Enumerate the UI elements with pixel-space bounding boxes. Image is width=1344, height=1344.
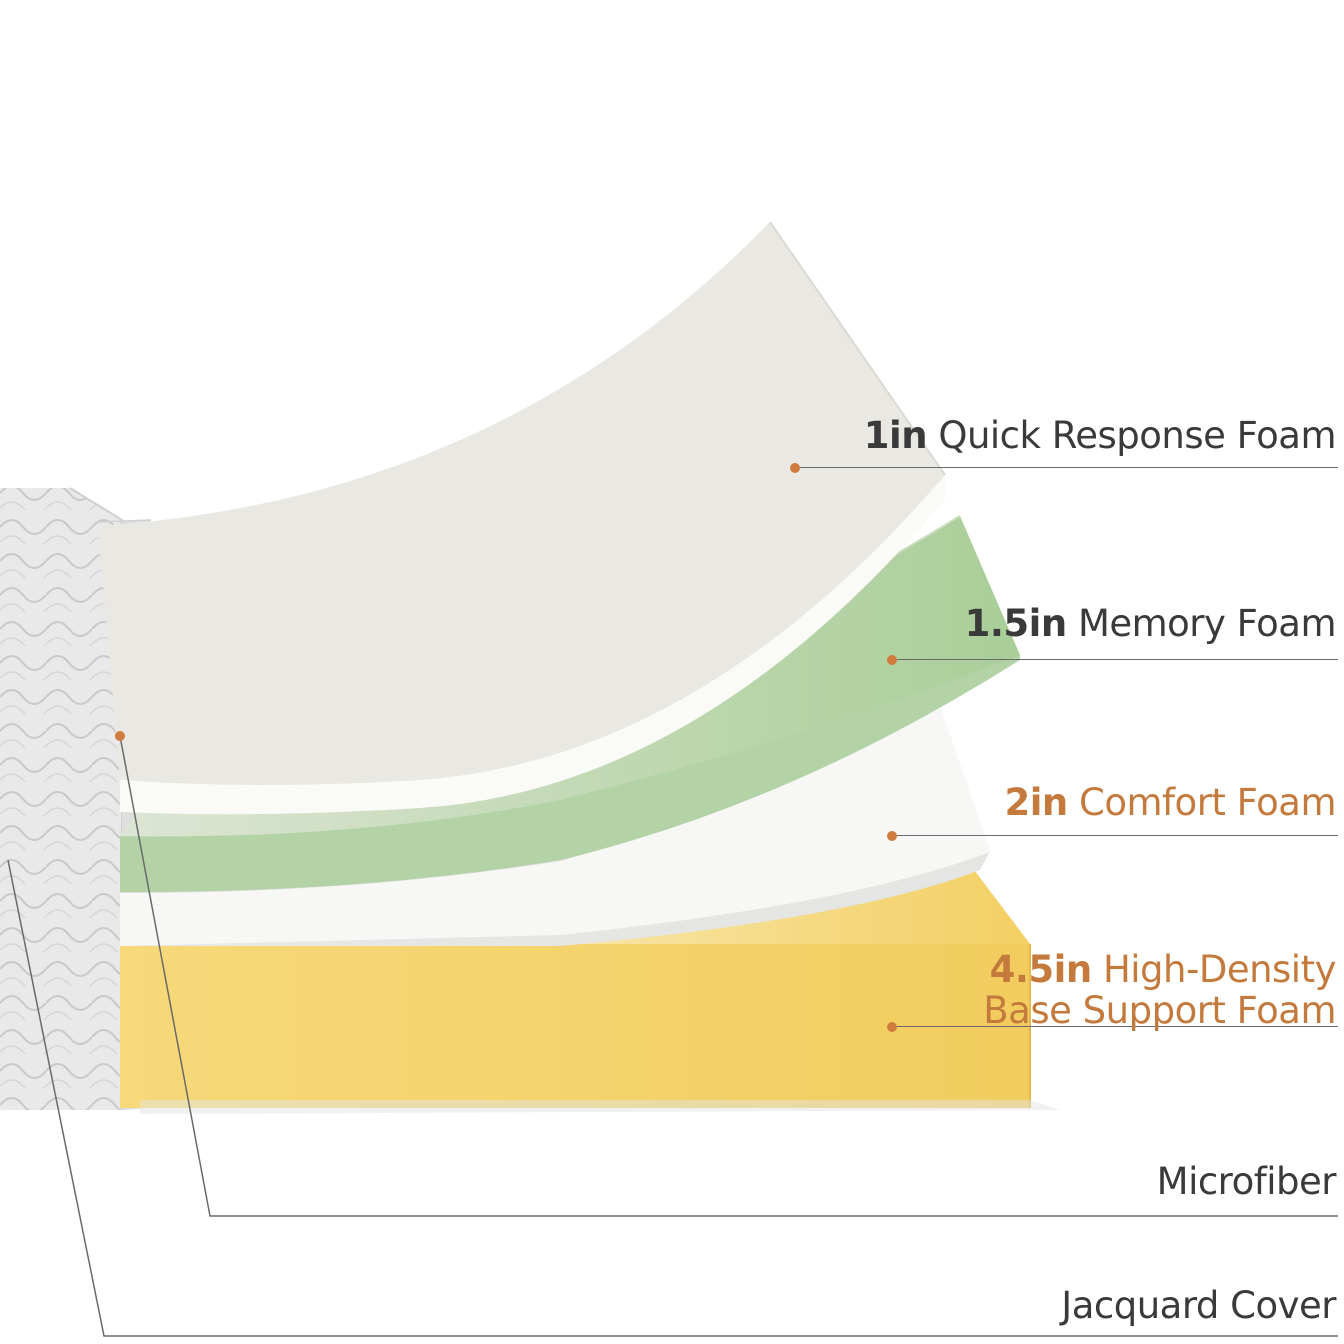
microfiber-leader-line: [119, 735, 1338, 1217]
quick-response-foam-shape: [98, 221, 946, 815]
jacquard-leader-line: [7, 859, 1338, 1337]
comfort-foam-marker: [887, 831, 897, 841]
layer-name: Quick Response Foam: [938, 414, 1336, 457]
base-support-foam-marker: [887, 1022, 897, 1032]
memory-foam-leader-line: [897, 659, 1338, 660]
base-support-foam-label: 4.5in High-Density Base Support Foam: [983, 948, 1337, 1032]
quick-response-foam-leader-line: [800, 467, 1338, 468]
microfiber-marker: [115, 731, 125, 741]
layer-name: Comfort Foam: [1079, 781, 1336, 824]
cover-name: Microfiber: [1156, 1160, 1337, 1203]
microfiber-label: Microfiber: [1156, 1160, 1337, 1203]
layer-name: High-Density: [1102, 948, 1337, 991]
memory-foam-marker: [887, 655, 897, 665]
base-support-foam-shape: [120, 862, 1060, 1114]
thickness-value: 2in: [1004, 781, 1068, 824]
thickness-value: 1.5in: [964, 602, 1068, 645]
layer-name-line2: Base Support Foam: [983, 988, 1336, 1032]
layer-name: Memory Foam: [1077, 602, 1337, 645]
base-support-foam-leader-line: [897, 1026, 1338, 1027]
comfort-foam-label: 2in Comfort Foam: [1004, 781, 1336, 824]
thickness-value: 1in: [863, 414, 928, 457]
jacquard-cover-label: Jacquard Cover: [1061, 1284, 1336, 1327]
thickness-value: 4.5in: [989, 948, 1093, 991]
memory-foam-label: 1.5in Memory Foam: [964, 602, 1337, 645]
quick-response-foam-label: 1in Quick Response Foam: [863, 414, 1337, 457]
quick-response-foam-marker: [790, 463, 800, 473]
comfort-foam-leader-line: [897, 835, 1338, 836]
cover-name: Jacquard Cover: [1061, 1284, 1336, 1327]
